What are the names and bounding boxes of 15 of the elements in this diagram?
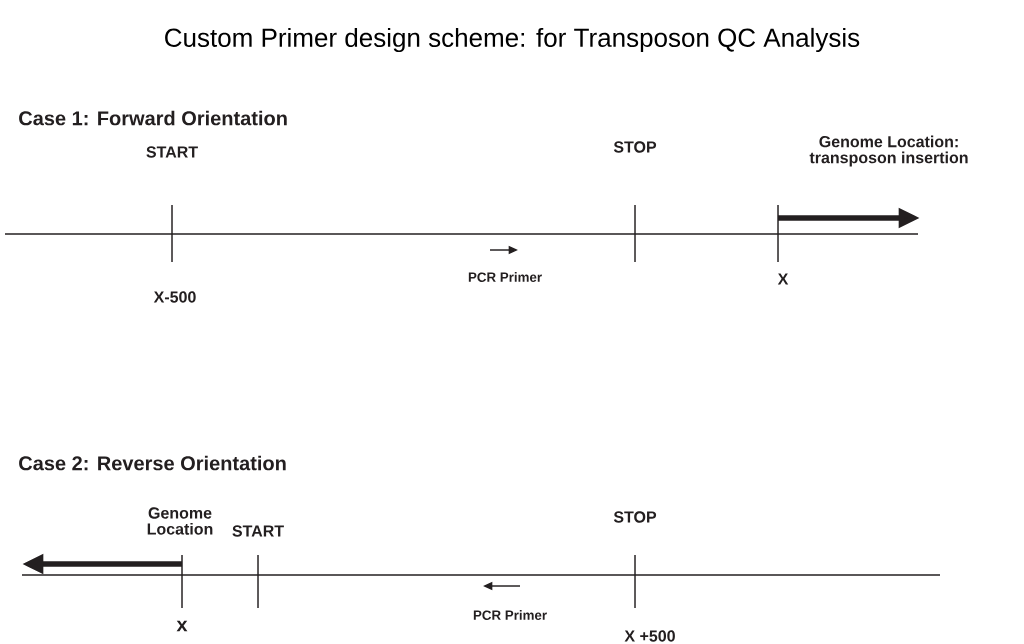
- position-label: STOP: [613, 141, 657, 153]
- primer-label: PCR Primer: [473, 610, 547, 620]
- position-label: Genome Location: [147, 507, 213, 535]
- primer-label: PCR Primer: [468, 272, 542, 282]
- title: Custom Primer design scheme: for Transposon QC Analysis: [165, 27, 860, 53]
- coordinate-label: X-500: [153, 291, 196, 303]
- section-heading: Case 2: Reverse Orientation: [19, 455, 286, 471]
- coordinate-label: X +500: [624, 630, 675, 642]
- position-label: Genome Location: transposon insertion: [809, 135, 968, 167]
- coordinate-label: x: [176, 620, 188, 632]
- position-label: START: [232, 525, 284, 537]
- coordinate-label: X: [777, 273, 789, 285]
- section-heading: Case 1: Forward Orientation: [19, 110, 287, 126]
- position-label: START: [146, 146, 198, 158]
- position-label: STOP: [613, 511, 657, 523]
